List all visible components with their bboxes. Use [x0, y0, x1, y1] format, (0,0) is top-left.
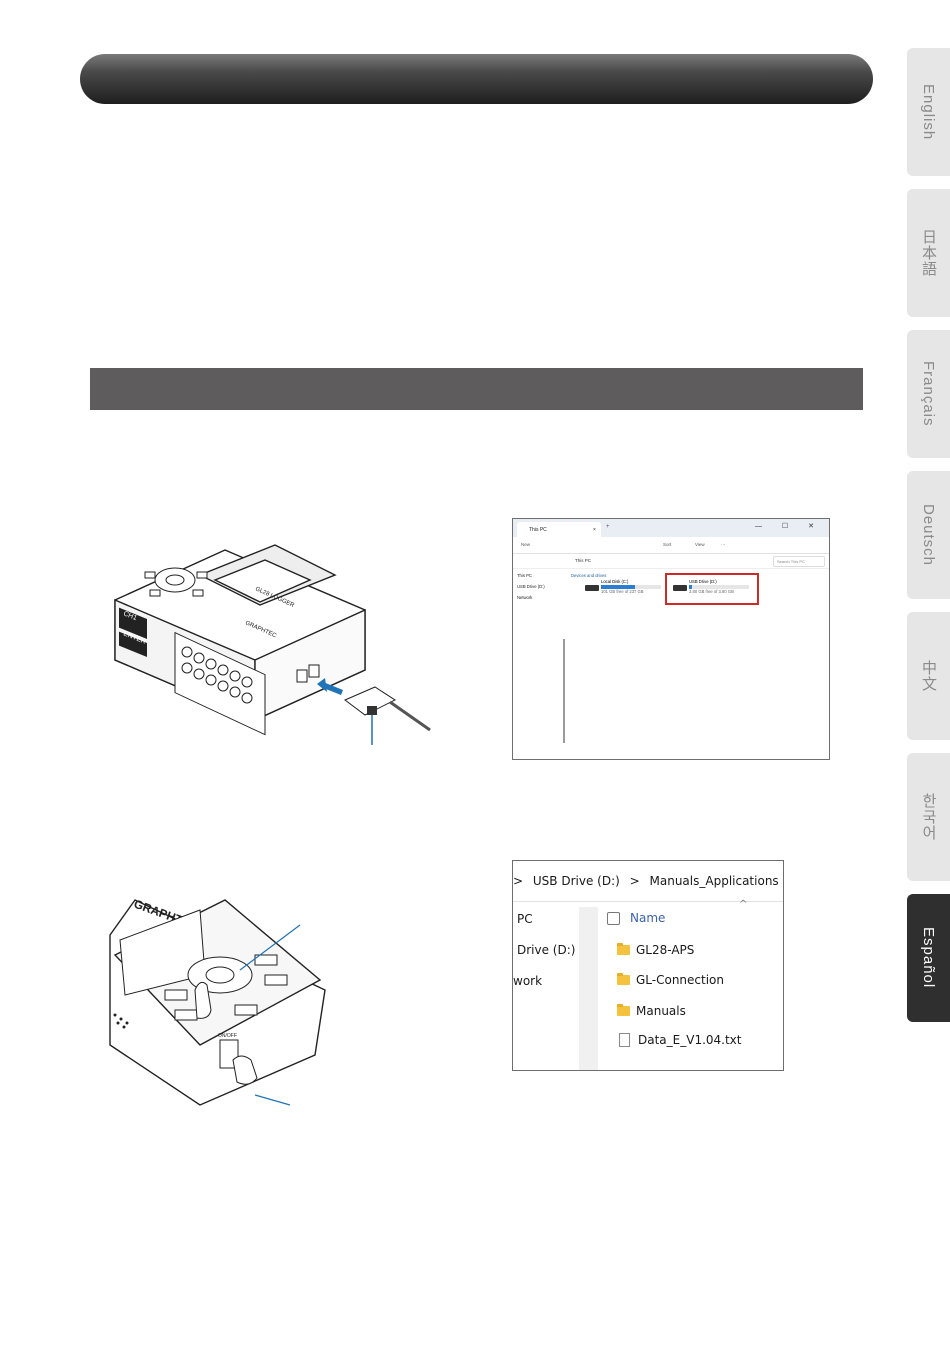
tab-label: 한국어 — [920, 793, 937, 841]
tab-label: English — [920, 83, 937, 141]
tab-korean[interactable]: 한국어 — [907, 753, 950, 881]
tab-spanish[interactable]: Español — [907, 894, 950, 1022]
item-label: Manuals — [636, 1004, 686, 1018]
item-label: GL28-APS — [636, 943, 695, 957]
drive-usage-bar — [601, 585, 661, 589]
folder-icon — [617, 1004, 630, 1016]
window-controls[interactable]: — ☐ ✕ — [754, 523, 823, 530]
drive-icon — [585, 585, 599, 591]
address-text: This PC — [575, 558, 592, 563]
drive-usage-fill — [689, 585, 692, 589]
tab-english[interactable]: English — [907, 48, 950, 176]
tab-german[interactable]: Deutsch — [907, 471, 950, 599]
nav-item-network[interactable]: Network — [517, 595, 533, 600]
drive-usage-fill — [601, 585, 636, 589]
list-item[interactable]: Data_E_V1.04.txt — [617, 1033, 742, 1047]
scrollbar[interactable] — [563, 639, 565, 743]
usb-drive-icon — [673, 585, 687, 591]
folder-icon — [617, 943, 630, 955]
breadcrumb-separator: > — [513, 874, 524, 888]
drive-usage-bar — [689, 585, 749, 589]
navigation-pane: This PC USB Drive (D:) Network — [517, 573, 565, 606]
nav-item-this-pc[interactable]: This PC — [517, 573, 532, 578]
text-file-icon — [619, 1033, 630, 1047]
address-bar[interactable]: This PC Search This PC — [513, 554, 829, 569]
chapter-title-bar — [80, 54, 873, 104]
explorer-tab[interactable]: This PC × — [517, 522, 601, 537]
tab-japanese[interactable]: 日本語 — [907, 189, 950, 317]
search-input[interactable]: Search This PC — [773, 556, 825, 567]
drive-free: 101 GB free of 237 GB — [601, 589, 644, 594]
list-item[interactable]: GL28-APS — [617, 943, 694, 957]
drive-free: 3.80 GB free of 3.80 GB — [689, 589, 734, 594]
device-button-press-illustration: GRAPHTEC ON/OFF — [109, 897, 326, 1106]
divider — [513, 901, 783, 902]
drive-name: USB Drive (D:) — [689, 579, 717, 584]
select-all-checkbox[interactable] — [607, 911, 620, 925]
section-label: Devices and drives — [571, 573, 607, 578]
close-icon[interactable]: × — [593, 527, 596, 533]
name-header-label: Name — [630, 911, 666, 925]
search-placeholder: Search This PC — [777, 559, 805, 564]
explorer-window: This PC × + — ☐ ✕ New Sort View ··· This… — [512, 518, 830, 760]
tab-label: Deutsch — [920, 503, 937, 567]
breadcrumb-manuals-applications[interactable]: Manuals_Applications — [649, 874, 779, 888]
breadcrumb-usb-drive[interactable]: USB Drive (D:) — [532, 874, 620, 888]
name-column-header[interactable]: Name — [607, 911, 665, 925]
nav-item-network[interactable]: work — [513, 974, 543, 988]
drives-section: Devices and drives — [571, 573, 606, 578]
nav-item-pc[interactable]: PC — [517, 912, 533, 926]
folder-window: > USB Drive (D:) > Manuals_Applications … — [512, 860, 784, 1071]
tab-title: This PC — [529, 527, 547, 533]
folder-icon — [617, 973, 630, 985]
new-tab-button[interactable]: + — [606, 524, 610, 530]
more-button[interactable]: ··· — [721, 542, 726, 547]
tab-label: Español — [920, 927, 937, 989]
breadcrumb-separator: > — [629, 874, 640, 888]
item-label: GL-Connection — [636, 973, 725, 987]
drive-local-disk[interactable]: Local Disk (C:) 101 GB free of 237 GB — [601, 579, 661, 594]
usb-drive-highlight — [665, 573, 759, 605]
device-label-ch1: CH1 — [122, 610, 138, 622]
nav-item-usb-drive[interactable]: USB Drive (D:) — [517, 584, 545, 589]
device-label-onoff: ON/OFF — [218, 1033, 237, 1039]
list-item[interactable]: GL-Connection — [617, 973, 724, 987]
view-button[interactable]: View — [695, 542, 705, 547]
tab-label: 中文 — [920, 660, 937, 692]
tab-french[interactable]: Français — [907, 330, 950, 458]
breadcrumb: > USB Drive (D:) > Manuals_Applications … — [513, 874, 783, 888]
scrollbar[interactable] — [579, 907, 598, 1070]
nav-item-drive[interactable]: Drive (D:) — [517, 943, 576, 957]
drive-usb[interactable]: USB Drive (D:) 3.80 GB free of 3.80 GB — [689, 579, 749, 594]
new-button[interactable]: New — [521, 542, 531, 547]
item-label: Data_E_V1.04.txt — [638, 1033, 742, 1047]
sort-button[interactable]: Sort — [663, 542, 672, 547]
sort-arrow-icon[interactable]: ^ — [739, 899, 748, 910]
tab-label: 日本語 — [920, 229, 937, 277]
list-item[interactable]: Manuals — [617, 1004, 686, 1018]
device-usb-illustration: CH1 ENTER GRAPHTEC GL28 LOGGER — [114, 544, 431, 745]
explorer-toolbar: New Sort View ··· — [513, 537, 829, 554]
explorer-titlebar: This PC × + — ☐ ✕ — [513, 519, 829, 537]
section-title-bar — [90, 368, 863, 410]
tab-label: Français — [920, 361, 937, 427]
drive-name: Local Disk (C:) — [601, 579, 629, 584]
tab-chinese[interactable]: 中文 — [907, 612, 950, 740]
